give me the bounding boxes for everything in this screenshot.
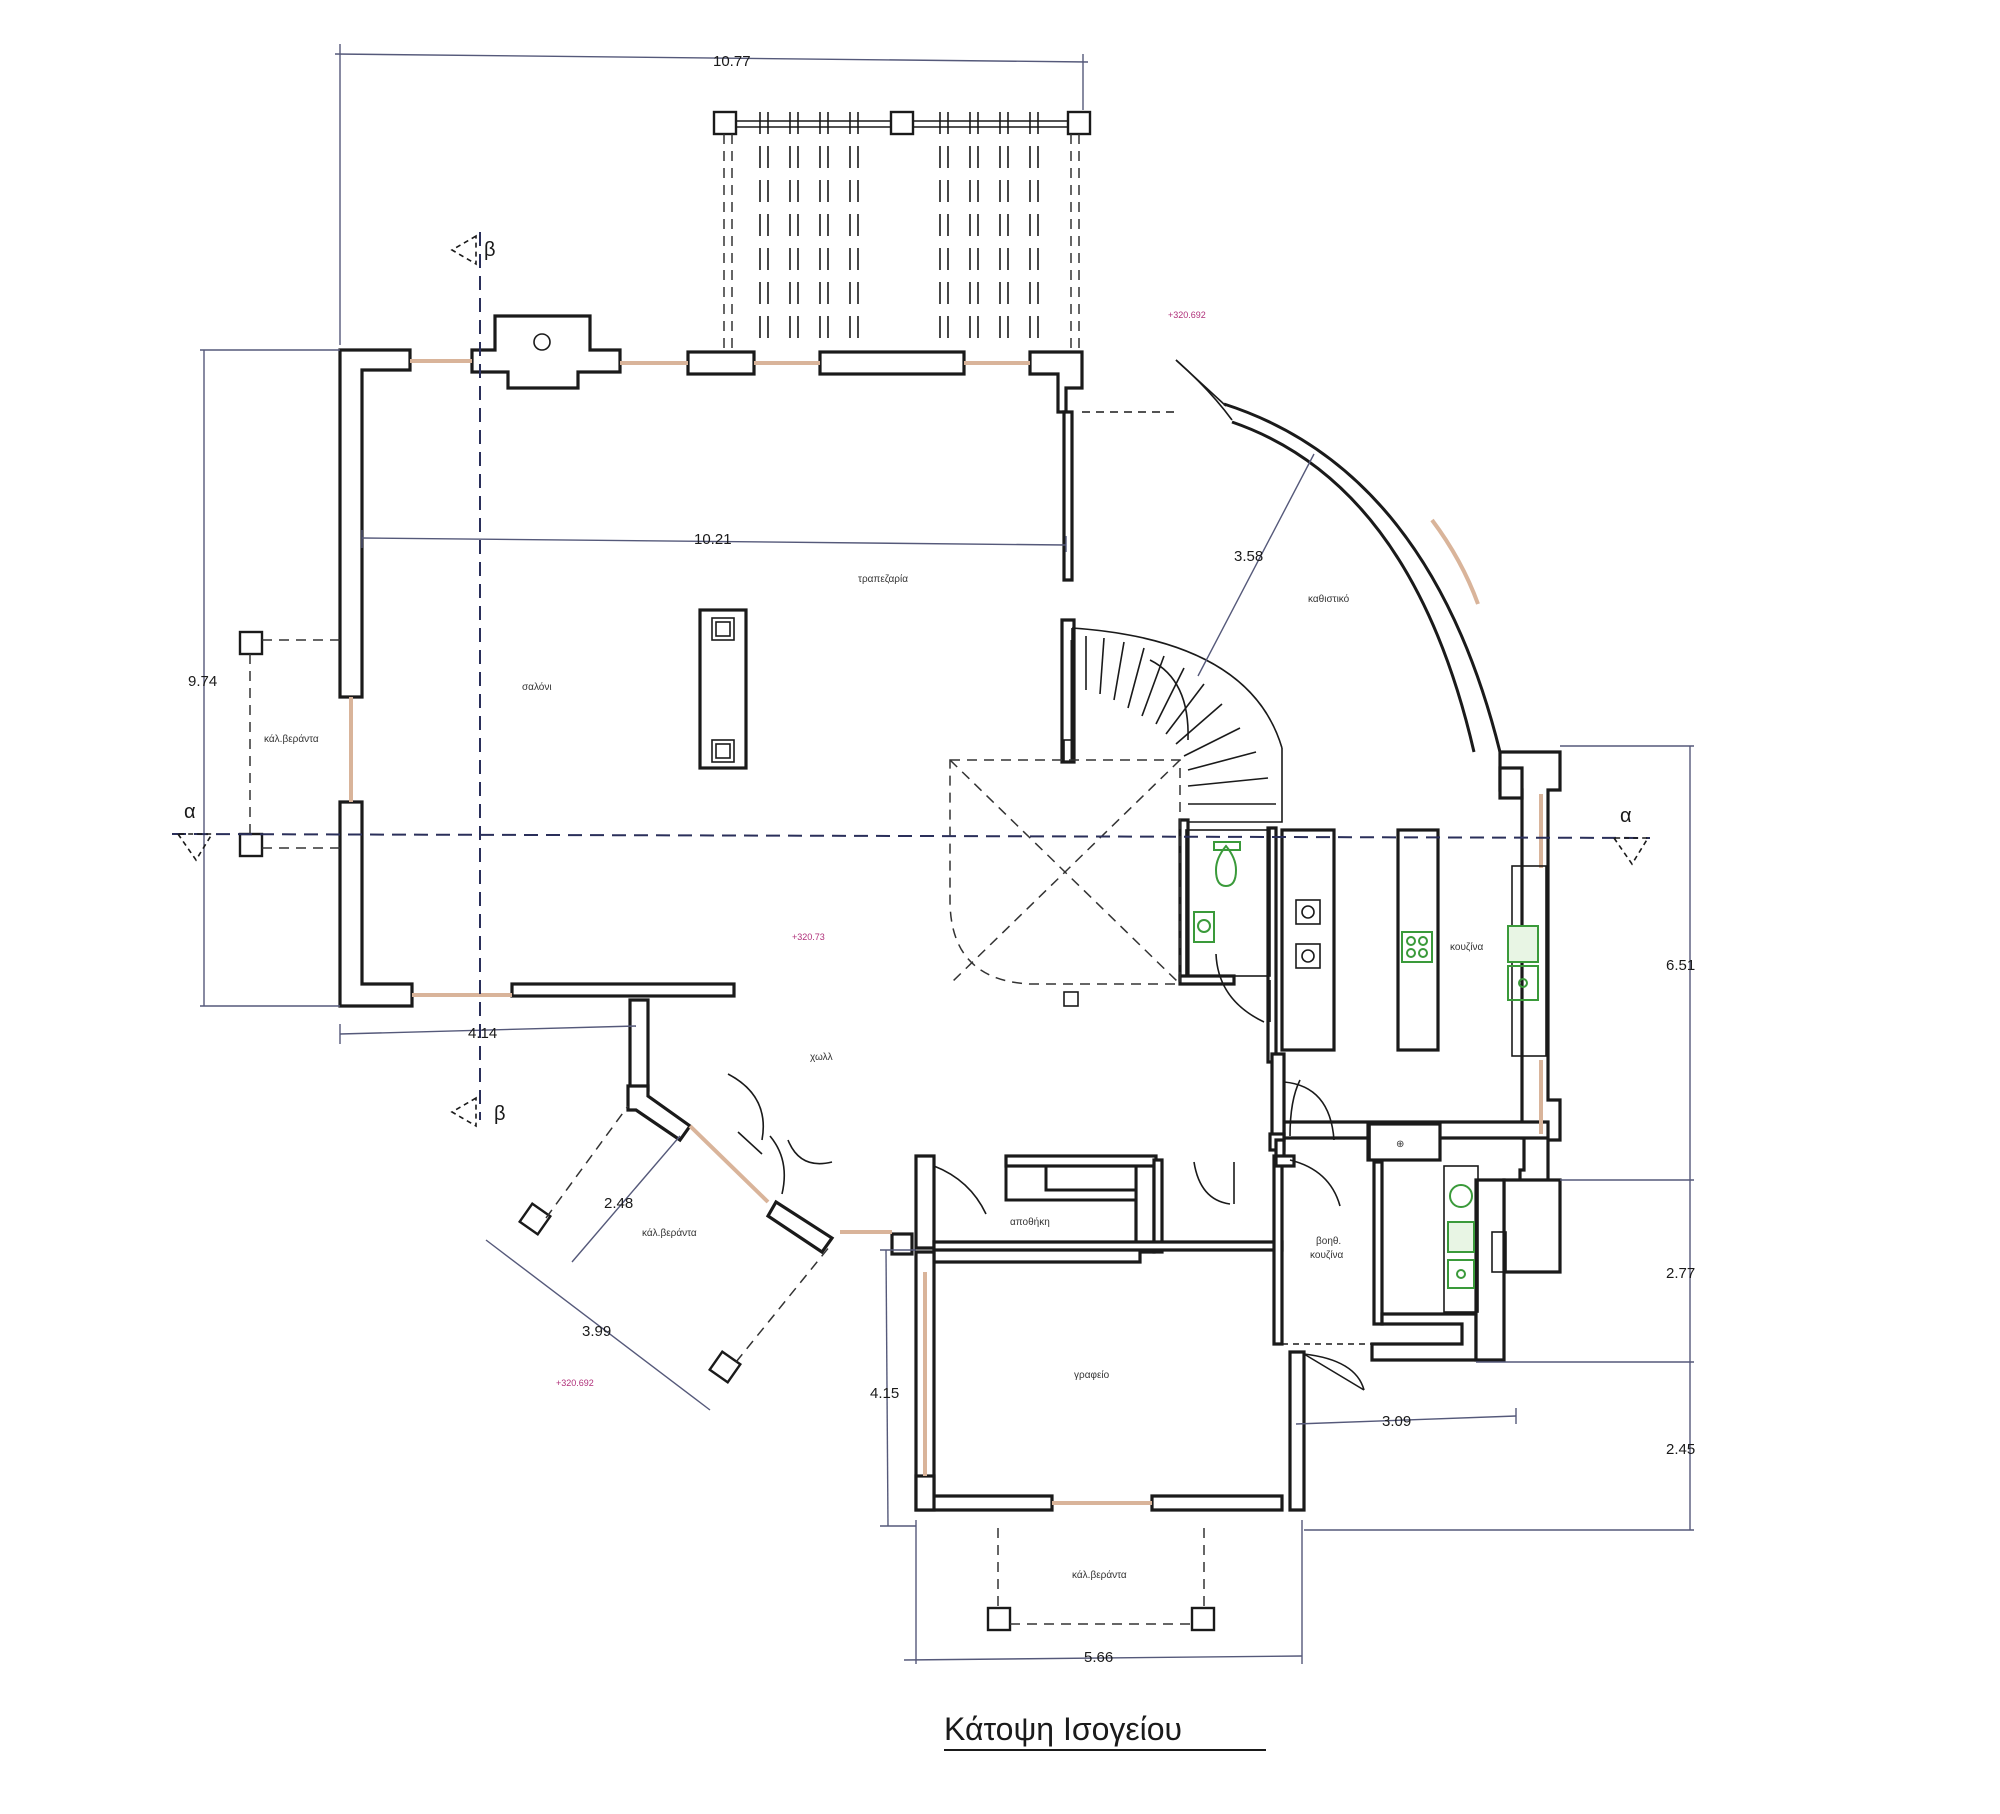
dimension-top-width: 10.77 bbox=[334, 44, 1089, 345]
dim-office-height: 4.15 bbox=[870, 1385, 899, 1402]
pergola bbox=[712, 110, 1092, 350]
room-kouzina: κουζίνα bbox=[1450, 941, 1484, 953]
dim-sw-short: 2.48 bbox=[604, 1195, 633, 1212]
pergola-column bbox=[889, 110, 915, 136]
veranda-bottom bbox=[986, 1528, 1216, 1632]
windows bbox=[349, 359, 1543, 1505]
labels: 10.21 9.74 4.14 3.58 6.51 2.77 2.45 2.48… bbox=[184, 239, 1695, 1751]
dim-top-width-label: 10.77 bbox=[713, 53, 751, 70]
pergola-column bbox=[1066, 110, 1092, 136]
room-voith-1: βοηθ. bbox=[1316, 1236, 1341, 1247]
room-trapezaria: τραπεζαρία bbox=[858, 573, 908, 585]
section-alpha-left: α bbox=[184, 801, 196, 823]
plan-title: Κάτοψη Ισογείου bbox=[944, 1711, 1182, 1747]
dimension-lines bbox=[200, 349, 1694, 1664]
level-top: +320.692 bbox=[1168, 310, 1206, 320]
level-sw: +320.692 bbox=[556, 1378, 594, 1388]
dim-sw-long: 3.99 bbox=[582, 1323, 611, 1340]
section-lines bbox=[171, 232, 1651, 1128]
room-voith-2: κουζίνα bbox=[1310, 1249, 1344, 1261]
dim-right-2: 2.77 bbox=[1666, 1265, 1695, 1282]
level-center: +320.73 bbox=[792, 932, 825, 942]
svg-text:⊕: ⊕ bbox=[1396, 1139, 1404, 1150]
section-beta-bottom: β bbox=[494, 1103, 506, 1125]
dim-bottom-width: 5.66 bbox=[1084, 1649, 1113, 1666]
section-beta-top: β bbox=[484, 239, 496, 261]
dim-inner-width: 10.21 bbox=[694, 531, 732, 548]
dim-right-3: 2.45 bbox=[1666, 1441, 1695, 1458]
dim-aux-width: 3.09 bbox=[1382, 1413, 1411, 1430]
staircase bbox=[1063, 627, 1283, 823]
room-kathistiko: καθιστικό bbox=[1308, 593, 1350, 605]
pergola-column bbox=[712, 110, 738, 136]
room-apothiki: αποθήκη bbox=[1010, 1216, 1050, 1228]
room-veranda-sw: κάλ.βεράντα bbox=[642, 1227, 697, 1239]
section-alpha-right: α bbox=[1620, 805, 1632, 827]
fixtures: ⊕ bbox=[1185, 828, 1547, 1313]
dim-left-height: 9.74 bbox=[188, 673, 217, 690]
room-grafeio: γραφείο bbox=[1074, 1369, 1110, 1381]
dim-diagonal: 3.58 bbox=[1234, 548, 1263, 565]
dining-table bbox=[698, 608, 748, 770]
dim-right-1: 6.51 bbox=[1666, 957, 1695, 974]
room-saloni: σαλόνι bbox=[522, 681, 552, 693]
atrium-void bbox=[949, 759, 1181, 1007]
room-veranda-bottom: κάλ.βεράντα bbox=[1072, 1569, 1127, 1581]
room-veranda-left: κάλ.βεράντα bbox=[264, 733, 319, 745]
dim-left-bottom: 4.14 bbox=[468, 1025, 497, 1042]
veranda-left bbox=[238, 630, 340, 858]
veranda-sw bbox=[485, 1105, 831, 1411]
doors bbox=[727, 359, 1372, 1391]
room-hall: χωλλ bbox=[810, 1052, 833, 1063]
